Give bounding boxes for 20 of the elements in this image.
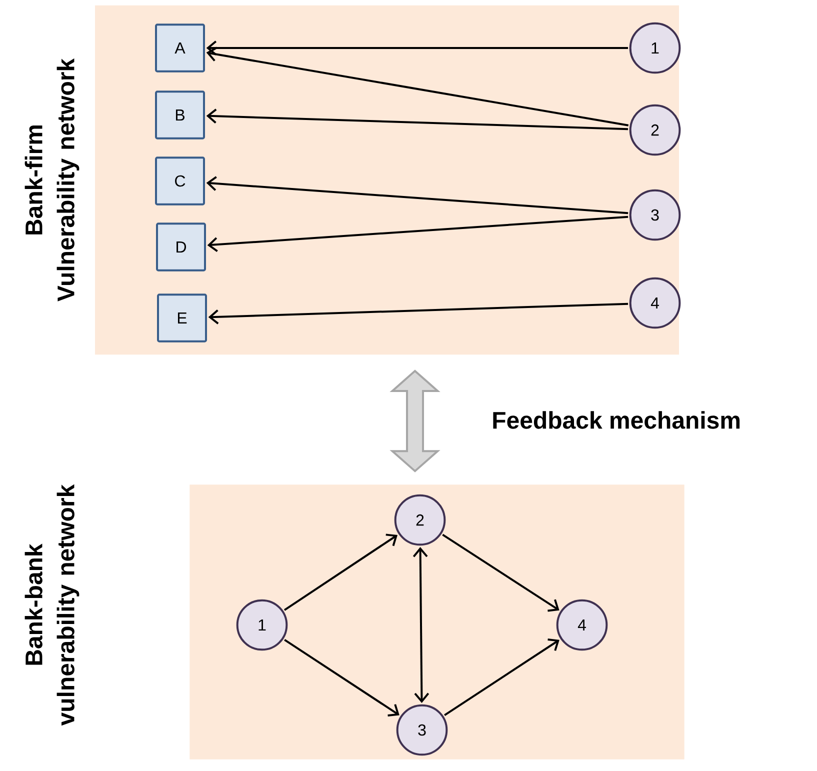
firm-box: E	[157, 294, 207, 342]
arrow	[284, 534, 398, 611]
arrow	[206, 176, 628, 214]
arrow	[206, 40, 628, 56]
arrow	[207, 216, 628, 252]
arrow	[206, 46, 629, 126]
arrow	[442, 534, 560, 612]
firm-box: B	[155, 90, 205, 140]
panel-heading: Bank-bank vulnerability network	[24, 484, 80, 726]
double-arrow	[390, 370, 440, 472]
edge-label: Feedback mechanism	[493, 411, 740, 429]
arrow	[206, 108, 628, 130]
firm-box: D	[156, 222, 206, 272]
arrow	[412, 547, 430, 704]
firm-box: C	[155, 156, 205, 206]
panel-heading: Bank-firm Vulnerability network	[24, 58, 80, 302]
firm-box: A	[155, 24, 205, 72]
arrow	[444, 638, 560, 716]
arrow	[284, 638, 400, 717]
arrow	[208, 302, 628, 324]
